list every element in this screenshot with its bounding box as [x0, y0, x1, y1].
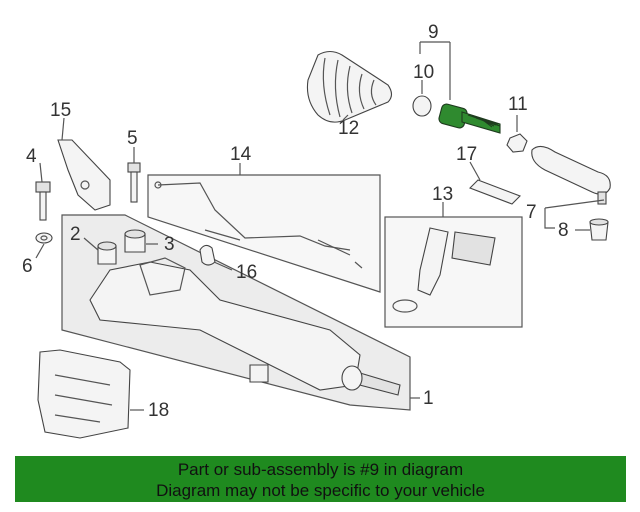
- shield-part: [37, 349, 131, 439]
- tie-rod-part-highlighted: [438, 103, 501, 134]
- callout-11: 11: [508, 94, 528, 115]
- callout-18: 18: [148, 400, 169, 421]
- callout-13: 13: [432, 184, 453, 205]
- small-boot-part: [589, 218, 609, 241]
- diagram-canvas: 9 10 11 12 15 5 4 14 17 13 2 3 6 7 8 16 …: [22, 22, 611, 439]
- callout-15: 15: [50, 100, 71, 121]
- hose-group-panel: [147, 174, 381, 293]
- callout-16: 16: [236, 262, 257, 283]
- callout-leaders: [35, 41, 605, 411]
- callout-5: 5: [127, 128, 138, 149]
- valve-group-panel: [384, 216, 523, 328]
- callout-6: 6: [22, 256, 33, 277]
- boot-part: [306, 50, 393, 123]
- callout-labels: 9 10 11 12 15 5 4 14 17 13 2 3 6 7 8 16 …: [22, 22, 569, 421]
- callout-9: 9: [428, 22, 439, 43]
- steering-rack-part: [89, 257, 401, 396]
- callout-3: 3: [164, 234, 175, 255]
- info-banner: Part or sub-assembly is #9 in diagram Di…: [15, 456, 626, 502]
- tie-rod-end-part: [531, 145, 611, 205]
- banner-line-disclaimer: Diagram may not be specific to your vehi…: [156, 481, 485, 500]
- banner-line-part: Part or sub-assembly is #9 in diagram: [177, 460, 464, 479]
- bushing-3-part: [124, 229, 146, 253]
- callout-17: 17: [456, 144, 477, 165]
- hose-part: [154, 181, 363, 269]
- bolt-4-part: [35, 181, 51, 221]
- callout-14: 14: [230, 144, 252, 165]
- bracket-part: [57, 139, 111, 211]
- bushing-2-part: [97, 241, 117, 265]
- washer-part: [35, 232, 53, 244]
- callout-1: 1: [423, 388, 434, 409]
- valve-part: [392, 227, 496, 313]
- callout-8: 8: [558, 220, 569, 241]
- callout-4: 4: [26, 146, 37, 167]
- clip-part: [199, 244, 216, 266]
- plate-part: [469, 179, 521, 205]
- ring-part: [412, 95, 432, 117]
- callout-12: 12: [338, 118, 359, 139]
- callout-10: 10: [413, 62, 434, 83]
- callout-2: 2: [70, 224, 81, 245]
- nut-part: [506, 133, 528, 153]
- bolt-5-part: [127, 162, 141, 203]
- callout-7: 7: [526, 202, 537, 223]
